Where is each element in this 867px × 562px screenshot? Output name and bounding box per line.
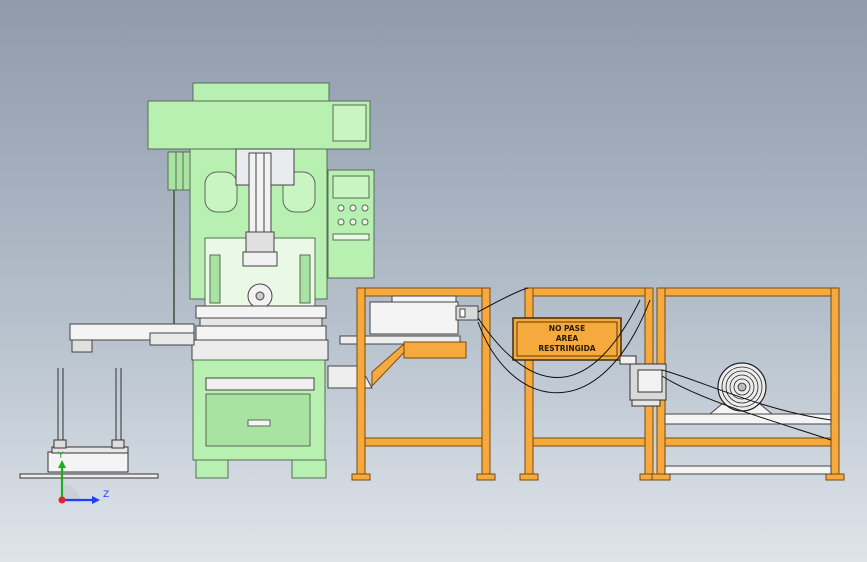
unloading-arm: [69, 323, 195, 353]
sign-line-1: NO PASE: [549, 324, 585, 333]
stock-cart: [19, 368, 159, 479]
feeder-unit: [369, 295, 479, 335]
drive-motor: [619, 355, 667, 407]
press-machine: [147, 82, 375, 479]
sign-line-3: RESTRINGIDA: [538, 344, 595, 353]
axis-triad: Y Z: [57, 451, 109, 504]
axis-y-label: Y: [57, 451, 64, 461]
sign-line-2: AREA: [556, 334, 579, 343]
axis-z-label: Z: [103, 490, 109, 500]
restricted-area-sign: NO PASE AREA RESTRINGIDA: [512, 317, 622, 361]
cables: [477, 287, 832, 441]
coil-reel: [717, 362, 767, 412]
feeder-frame-1: [351, 287, 496, 481]
